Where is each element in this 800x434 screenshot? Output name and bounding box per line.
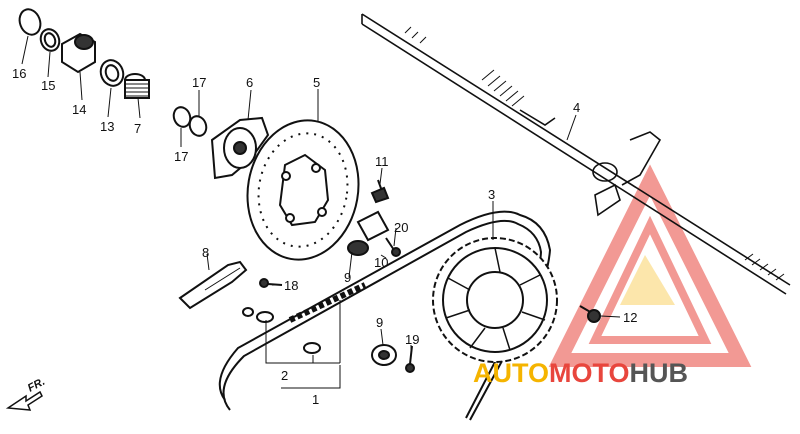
callout-9-top: 9 bbox=[344, 270, 351, 285]
bolt-11 bbox=[370, 179, 390, 204]
automotohub-logo-icon bbox=[548, 164, 752, 367]
front-direction-label: FR. bbox=[26, 376, 47, 395]
master-link-2 bbox=[242, 307, 321, 354]
bolt-18 bbox=[259, 278, 283, 288]
spacer-7 bbox=[124, 73, 150, 99]
callout-7: 7 bbox=[134, 121, 141, 136]
callout-8: 8 bbox=[202, 245, 209, 260]
rear-sprocket-3 bbox=[432, 237, 558, 363]
o-rings-17 bbox=[172, 106, 208, 137]
watermark-part2: MOTO bbox=[549, 358, 630, 388]
callout-17-top: 17 bbox=[192, 75, 206, 90]
bolt-19 bbox=[405, 345, 415, 373]
roller-9 bbox=[371, 344, 397, 366]
callout-17-bottom: 17 bbox=[174, 149, 188, 164]
brake-disc-5 bbox=[246, 119, 360, 261]
callout-11: 11 bbox=[375, 154, 389, 169]
callout-5: 5 bbox=[313, 75, 320, 90]
callout-15: 15 bbox=[41, 78, 55, 93]
callout-16: 16 bbox=[12, 66, 26, 81]
callout-18: 18 bbox=[284, 278, 298, 293]
callout-13: 13 bbox=[100, 119, 114, 134]
callout-10: 10 bbox=[374, 255, 388, 270]
callout-2: 2 bbox=[281, 368, 288, 383]
callout-20: 20 bbox=[394, 220, 408, 235]
leader-lines bbox=[21, 35, 621, 389]
watermark-part1: AUTO bbox=[473, 358, 549, 388]
callout-12: 12 bbox=[623, 310, 637, 325]
axle-nut-14 bbox=[61, 32, 96, 74]
svg-text:AUTOMOTOHUB: AUTOMOTOHUB bbox=[473, 358, 688, 388]
hub-flange-6 bbox=[210, 116, 270, 180]
callout-1: 1 bbox=[312, 392, 319, 407]
bolt-20 bbox=[385, 237, 401, 257]
chain-guide-8 bbox=[178, 260, 248, 310]
chain-slider-9 bbox=[347, 210, 390, 256]
oil-seal-15 bbox=[39, 28, 61, 52]
callout-14: 14 bbox=[72, 102, 86, 117]
callout-19: 19 bbox=[405, 332, 419, 347]
callout-9-bottom: 9 bbox=[376, 315, 383, 330]
callout-4: 4 bbox=[573, 100, 580, 115]
watermark: AUTOMOTOHUB bbox=[473, 358, 688, 388]
callout-3: 3 bbox=[488, 187, 495, 202]
rear-axle bbox=[361, 13, 791, 295]
front-direction-arrow-icon: FR. bbox=[5, 376, 47, 411]
watermark-part3: HUB bbox=[630, 358, 689, 388]
circlip-16 bbox=[18, 8, 42, 36]
bolt-12 bbox=[579, 305, 601, 323]
bearing-13 bbox=[99, 59, 125, 87]
callout-6: 6 bbox=[246, 75, 253, 90]
